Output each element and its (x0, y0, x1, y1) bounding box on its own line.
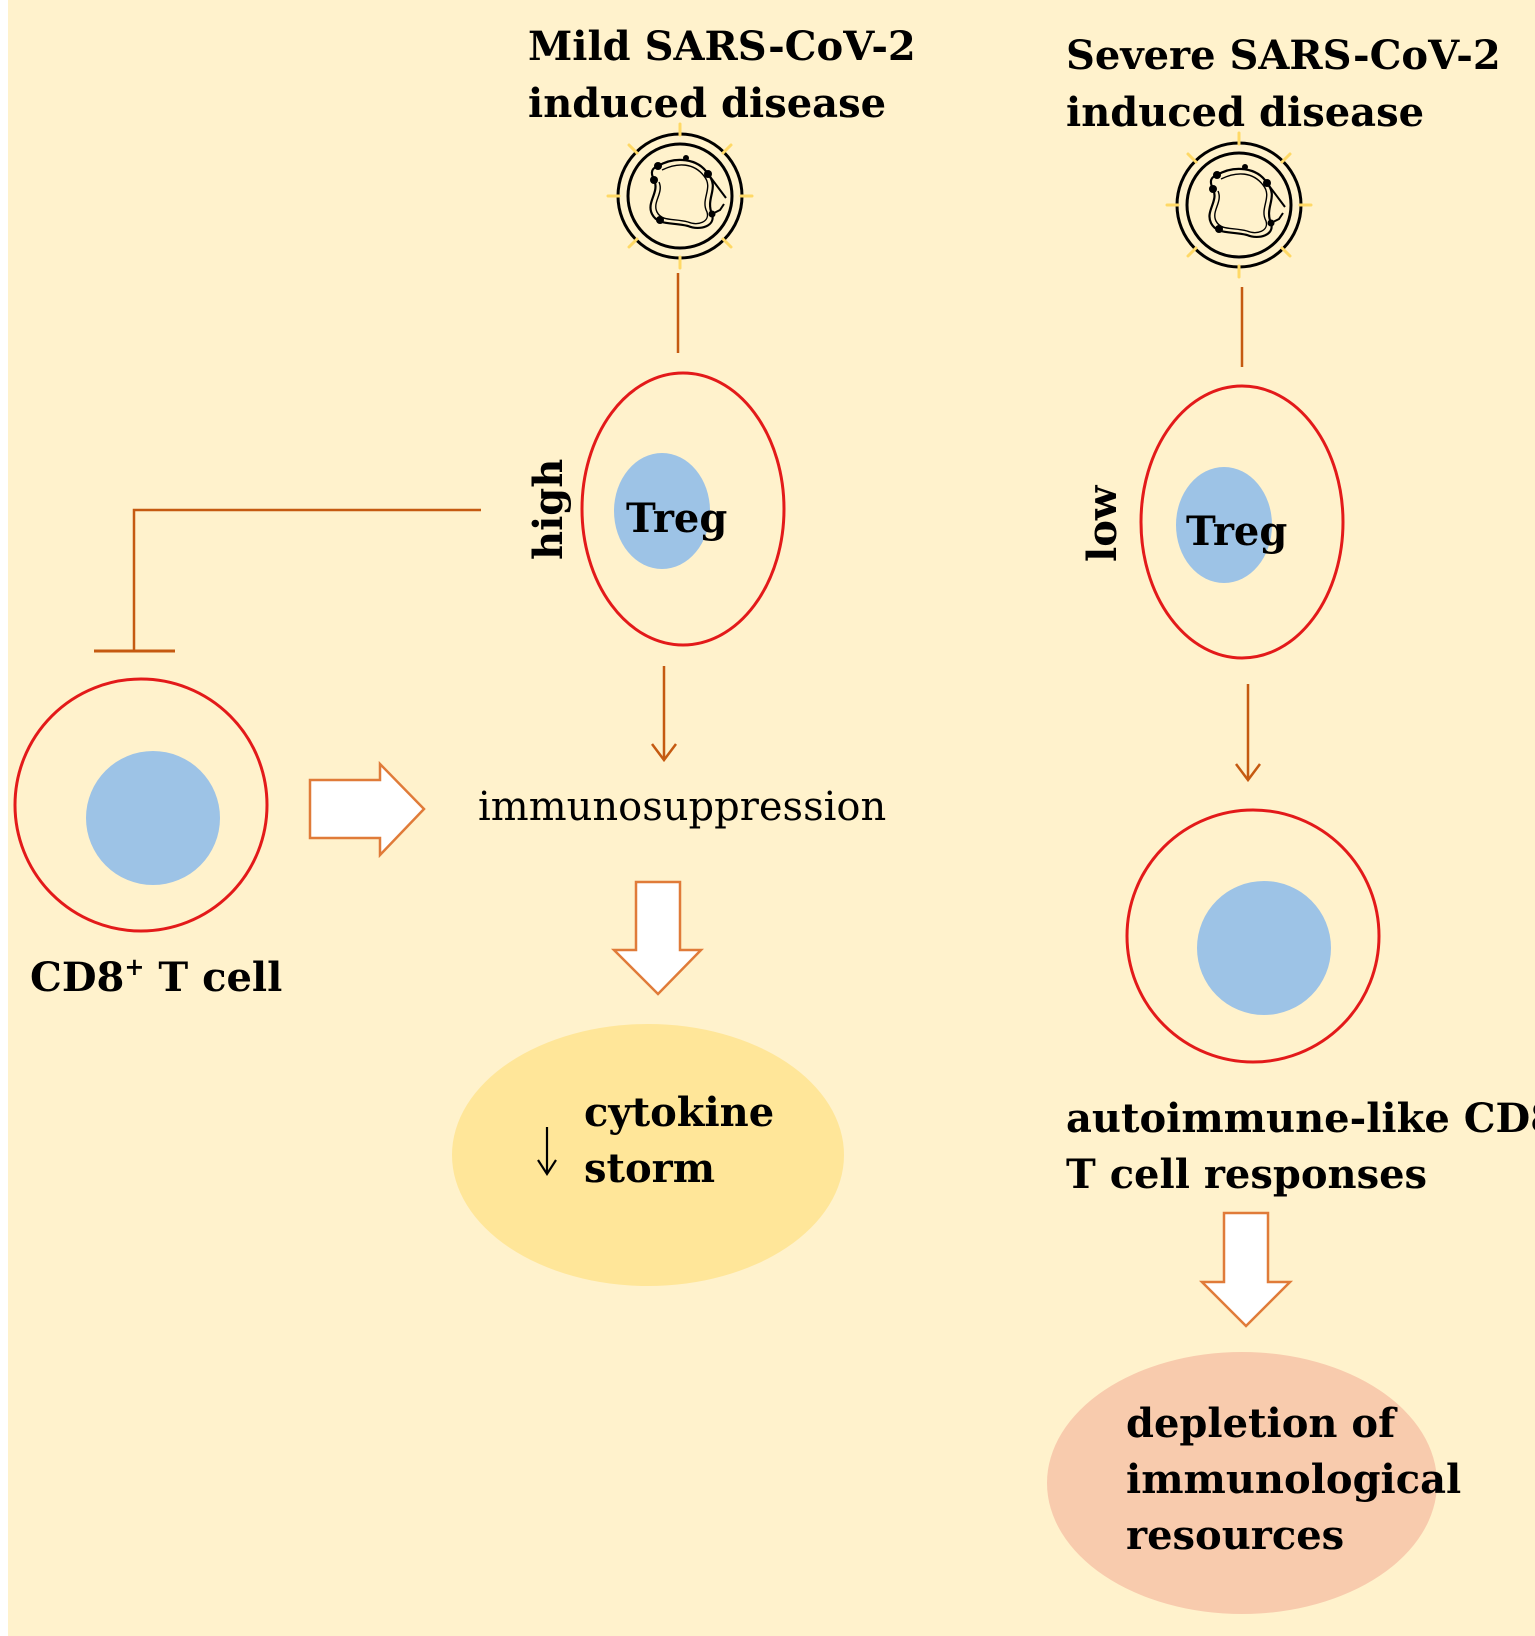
cytokine-storm-line1: cytokine (584, 1089, 774, 1136)
decrease-arrow-icon-head (537, 1159, 557, 1177)
response-to-depletion-arrow (1198, 1211, 1294, 1328)
immunosuppression-to-outcome-arrow (610, 880, 704, 996)
severe-title-line1: Severe SARS-CoV-2 (1066, 32, 1501, 79)
autoimmune-response-line1: autoimmune-like CD8+ (1066, 1093, 1535, 1142)
mild-title-line1: Mild SARS-CoV-2 (528, 23, 916, 70)
mild-title-line2: induced disease (528, 80, 886, 127)
cd8-cell-membrane (13, 677, 269, 933)
mild-treg-label: Treg (626, 495, 727, 542)
severe-title-line2: induced disease (1066, 89, 1424, 136)
mild-treg-cell-membrane (580, 371, 786, 647)
depletion-line2: immunological (1126, 1456, 1461, 1503)
treg-inhibition-line (132, 508, 481, 650)
severe-treg-label: Treg (1186, 508, 1287, 555)
depletion-outcome (1047, 1352, 1437, 1614)
mild-treg-down-arrow-head (651, 743, 677, 763)
severe-treg-nucleus (1176, 467, 1272, 583)
cd8-to-immunosuppression-arrow (308, 760, 426, 859)
mild-treg-level-label: high (525, 459, 572, 560)
autoimmune-response-line2: T cell responses (1066, 1151, 1427, 1198)
severe-virus-icon (1165, 131, 1313, 279)
severe-treg-level-label: low (1079, 484, 1126, 562)
cytokine-storm-outcome (452, 1024, 844, 1286)
severe-treg-cell-membrane (1139, 384, 1345, 660)
immunosuppression-label: immunosuppression (478, 784, 886, 830)
mild-treg-nucleus (614, 453, 710, 569)
mild-virus-icon (606, 122, 754, 270)
autoimmune-cd8-cell-membrane (1125, 808, 1381, 1064)
severe-treg-down-arrow-head (1235, 763, 1261, 783)
cd8-label: CD8+ T cell (30, 952, 282, 1001)
cd8-nucleus (86, 751, 220, 885)
depletion-line1: depletion of (1126, 1400, 1398, 1447)
depletion-line3: resources (1126, 1512, 1344, 1559)
cytokine-storm-line2: storm (584, 1145, 715, 1192)
autoimmune-cd8-nucleus (1197, 881, 1331, 1015)
